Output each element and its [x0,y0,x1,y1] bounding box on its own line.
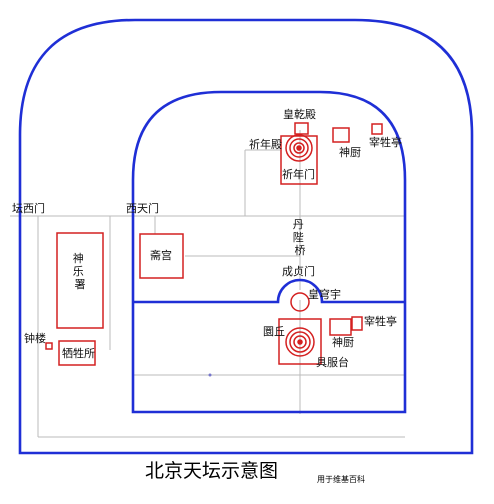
road-network [10,130,405,438]
building-layer [45,122,383,366]
label-shenchu-south: 神厨 [332,335,354,349]
label-danbi-qiao: 丹 陛 桥 [293,218,308,257]
label-qinian-men: 祈年门 [282,167,315,181]
label-huangqian-dian: 皇乾殿 [283,107,316,121]
label-shenyue-shu: 神 乐 署 [73,251,88,291]
label-zhonglou: 钟楼 [24,331,46,345]
label-huanqiu: 圜丘 [263,325,285,338]
inner-wall [131,90,407,414]
shenchu-north-building [332,127,350,143]
outer-wall [18,18,474,455]
xishengsuo-building [58,340,96,366]
label-xitian-men: 西天门 [126,201,159,215]
qinian-dian-rings [285,134,313,162]
label-huangqiong-yu: 皇穹宇 [308,287,341,301]
zaishengting-south-building [351,316,363,331]
label-qinian-dian: 祈年殿 [249,137,282,151]
map-title: 北京天坛示意图 [145,460,278,482]
label-shenchu-north: 神厨 [339,145,361,159]
shenyue-shu-building [56,232,104,329]
label-zaishengting-south: 宰牲亭 [364,314,397,328]
label-chengzhen-men: 成贞门 [282,264,315,278]
zhaigong-building [139,233,184,279]
zaishengting-north-building [371,123,383,135]
label-zhaigong: 斋宫 [150,248,172,262]
shenchu-south-building [329,318,352,336]
label-xishengsuo: 牺牲所 [62,346,95,360]
huanqiu-rings [285,327,315,357]
label-tanxi-men: 坛西门 [12,201,45,215]
qinian-compound [280,135,318,185]
wall-system [18,18,474,455]
cross-wall [133,278,405,304]
huangqiong-yu-building [290,292,310,312]
zhonglou-building [45,342,53,350]
label-juffu-tai: 具服台 [316,355,349,369]
label-zaishengting-north: 宰牲亭 [369,135,402,149]
huangqian-dian-building [294,122,309,135]
huanqiu-compound [278,318,322,365]
map-credit: 用于维基百科 [317,474,365,484]
road-marker [208,373,212,377]
